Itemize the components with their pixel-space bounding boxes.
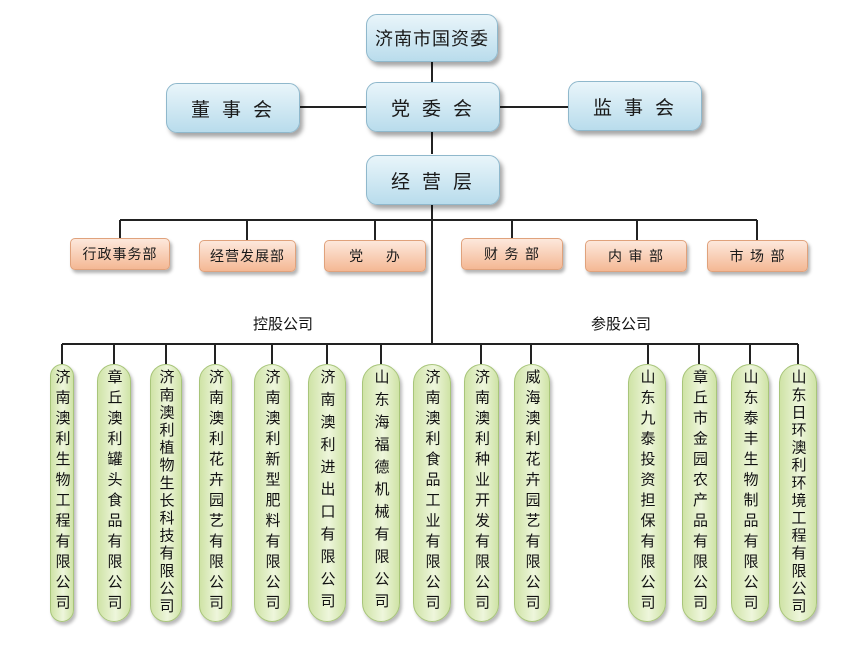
department-5: 内 审 部 <box>585 240 687 272</box>
board-node: 董 事 会 <box>166 83 300 133</box>
department-3: 党 办 <box>324 240 426 272</box>
sasac-label: 济南市国资委 <box>375 29 489 50</box>
holding-company-8: 济南澳利食品工业有限公司 <box>413 364 451 622</box>
management-node: 经 营 层 <box>366 155 500 205</box>
company-name: 济南澳利种业开发有限公司 <box>473 369 491 615</box>
company-name: 济南澳利新型肥料有限公司 <box>263 369 282 615</box>
holding-company-10: 威海澳利花卉园艺有限公司 <box>514 364 550 622</box>
sasac-node: 济南市国资委 <box>366 14 498 62</box>
supervisors-label: 监 事 会 <box>592 96 678 119</box>
department-label: 经营发展部 <box>210 249 285 265</box>
department-4: 财 务 部 <box>461 238 563 270</box>
company-name: 山东海福德机械有限公司 <box>372 369 391 616</box>
holding-company-5: 济南澳利新型肥料有限公司 <box>254 364 290 622</box>
management-label: 经 营 层 <box>390 170 476 193</box>
company-name: 济南澳利食品工业有限公司 <box>423 369 442 615</box>
holding-company-7: 山东海福德机械有限公司 <box>362 364 400 622</box>
company-name: 济南澳利植物生长科技有限公司 <box>157 369 176 616</box>
holding-company-9: 济南澳利种业开发有限公司 <box>464 364 499 622</box>
company-name: 章丘市金园农产品有限公司 <box>691 369 709 615</box>
department-6: 市 场 部 <box>707 240 808 272</box>
department-1: 行政事务部 <box>70 238 170 270</box>
share-company-13: 山东泰丰生物制品有限公司 <box>731 364 769 622</box>
company-name: 山东泰丰生物制品有限公司 <box>741 369 760 615</box>
department-label: 党 办 <box>349 249 401 265</box>
company-name: 济南澳利花卉园艺有限公司 <box>207 369 225 615</box>
party-committee-label: 党 委 会 <box>390 97 476 120</box>
share-company-11: 山东九泰投资担保有限公司 <box>628 364 666 622</box>
company-name: 章丘澳利罐头食品有限公司 <box>105 369 124 615</box>
holding-company-3: 济南澳利植物生长科技有限公司 <box>150 364 182 622</box>
holding-company-2: 章丘澳利罐头食品有限公司 <box>97 364 131 622</box>
department-label: 市 场 部 <box>729 249 786 265</box>
holding-company-4: 济南澳利花卉园艺有限公司 <box>199 364 232 622</box>
department-label: 内 审 部 <box>608 249 664 265</box>
share-company-12: 章丘市金园农产品有限公司 <box>682 364 717 622</box>
party-committee-node: 党 委 会 <box>366 82 500 132</box>
company-name: 威海澳利花卉园艺有限公司 <box>523 369 542 615</box>
board-label: 董 事 会 <box>190 98 276 121</box>
supervisors-node: 监 事 会 <box>568 81 702 131</box>
department-label: 财 务 部 <box>484 247 540 263</box>
department-label: 行政事务部 <box>82 247 158 263</box>
holding-companies-label: 控股公司 <box>253 315 314 333</box>
company-name: 山东日环澳利环境工程有限公司 <box>789 369 808 616</box>
share-company-14: 山东日环澳利环境工程有限公司 <box>779 364 817 622</box>
department-2: 经营发展部 <box>199 240 296 272</box>
company-name: 济南澳利进出口有限公司 <box>318 369 337 616</box>
holding-company-1: 济南澳利生物工程有限公司 <box>50 364 74 622</box>
holding-company-6: 济南澳利进出口有限公司 <box>308 364 346 622</box>
share-companies-label: 参股公司 <box>591 315 652 333</box>
company-name: 济南澳利生物工程有限公司 <box>53 369 72 615</box>
company-name: 山东九泰投资担保有限公司 <box>638 369 657 615</box>
